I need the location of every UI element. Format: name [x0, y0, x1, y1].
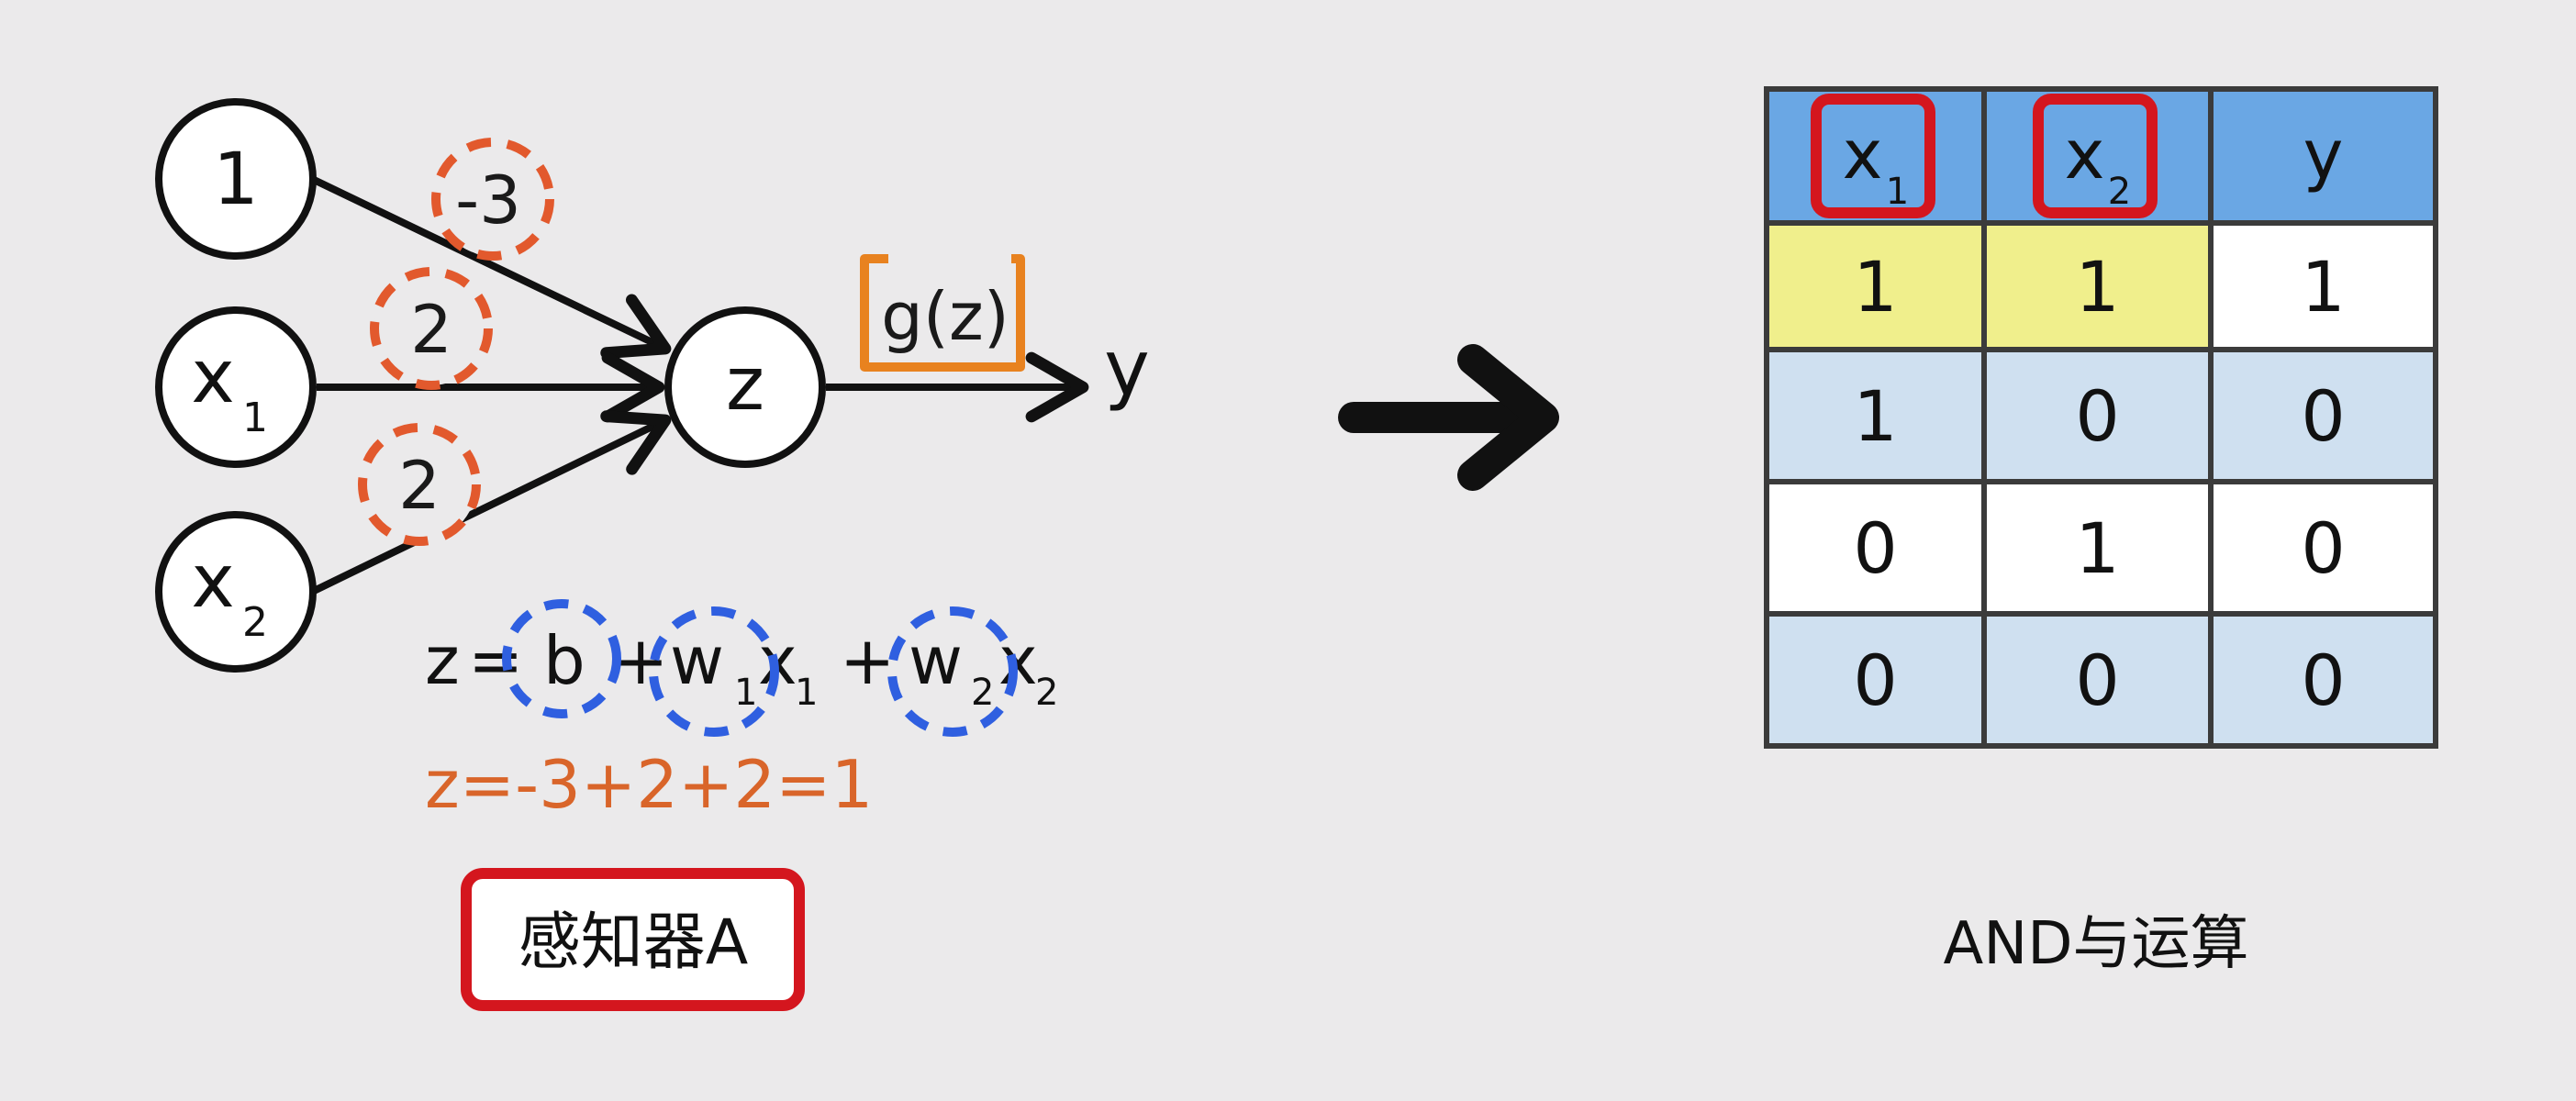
formula-x2-sub: 2 [1035, 672, 1058, 714]
table-cell-value: 1 [2075, 507, 2119, 589]
node-z-label: z [726, 341, 764, 427]
truth-table-header-highlights [1811, 94, 2158, 218]
table-cell-value: 0 [2301, 375, 2345, 457]
formula-w1: w [670, 622, 724, 699]
formula-w2-sub: 2 [971, 672, 994, 714]
node-x1: x 1 [155, 306, 317, 468]
table-cell [1764, 220, 1987, 352]
output-label: y [1104, 323, 1150, 413]
formula-w2: w [909, 622, 963, 699]
activation-box: g(z) [860, 254, 1025, 372]
formula-w1-sub: 1 [734, 672, 757, 714]
node-z: z [664, 306, 826, 468]
table-cell-value: 0 [2301, 639, 2345, 721]
formula-x1-sub: 1 [795, 672, 818, 714]
formula-circle-b [502, 599, 621, 718]
formula-plus-2: + [840, 622, 895, 699]
table-cell [2208, 220, 2438, 352]
node-x1-subscript: 1 [242, 395, 268, 441]
table-cell-value: 0 [2075, 375, 2119, 457]
node-x2-subscript: 2 [242, 599, 268, 646]
perceptron-caption: 感知器A [461, 868, 805, 1011]
activation-label: g(z) [881, 278, 1009, 355]
header-x1-highlight [1811, 94, 1935, 218]
formula-circle-w1 [649, 606, 779, 737]
table-cell-value: 1 [2301, 246, 2345, 328]
table-cell [1764, 479, 1987, 617]
node-x2-label: x [191, 539, 234, 624]
table-cell [1764, 611, 1987, 749]
weight-x1: 2 [370, 267, 493, 390]
weight-x2-label: 2 [398, 447, 440, 524]
table-cell [2208, 611, 2438, 749]
perceptron-diagram: 1 x 1 x 2 z -3 2 2 [155, 98, 1150, 1011]
weight-x2: 2 [358, 423, 481, 546]
table-cell-value: 0 [1853, 507, 1897, 589]
table-header-label: x [1843, 116, 1883, 195]
table-header-subscript: 2 [2108, 171, 2131, 213]
table-cell-value: 1 [1853, 375, 1897, 457]
formula-z: z [425, 622, 460, 699]
table-header-subscript: 1 [1886, 171, 1909, 213]
header-x2-highlight [2033, 94, 2158, 218]
truth-table-caption: AND与运算 [1944, 910, 2249, 978]
node-bias-label: 1 [213, 139, 259, 221]
weight-bias-label: -3 [455, 161, 521, 239]
table-cell-value: 0 [2301, 507, 2345, 589]
table-header-cell [1764, 86, 1987, 226]
node-x1-label: x [191, 334, 234, 419]
node-x2: x 2 [155, 511, 317, 673]
formula-b: b [543, 622, 585, 699]
transform-arrow-icon [1338, 344, 1559, 491]
table-cell-value: 0 [1853, 639, 1897, 721]
formula-circle-w2 [887, 606, 1018, 737]
table-header-label: x [2065, 116, 2105, 195]
edge-bias-to-z [310, 175, 672, 359]
node-bias: 1 [155, 98, 317, 260]
calculation-text: z=-3+2+2=1 [425, 746, 873, 823]
weight-x1-label: 2 [410, 291, 452, 368]
table-cell-value: 0 [2075, 639, 2119, 721]
table-header-label: y [2303, 116, 2344, 195]
perceptron-caption-text: 感知器A [519, 906, 749, 979]
table-header-cell [2208, 86, 2438, 226]
table-cell-value: 1 [1853, 246, 1897, 328]
table-cell-value: 1 [2075, 246, 2119, 328]
weight-bias: -3 [431, 138, 554, 261]
edge-x2-to-z [310, 410, 672, 595]
